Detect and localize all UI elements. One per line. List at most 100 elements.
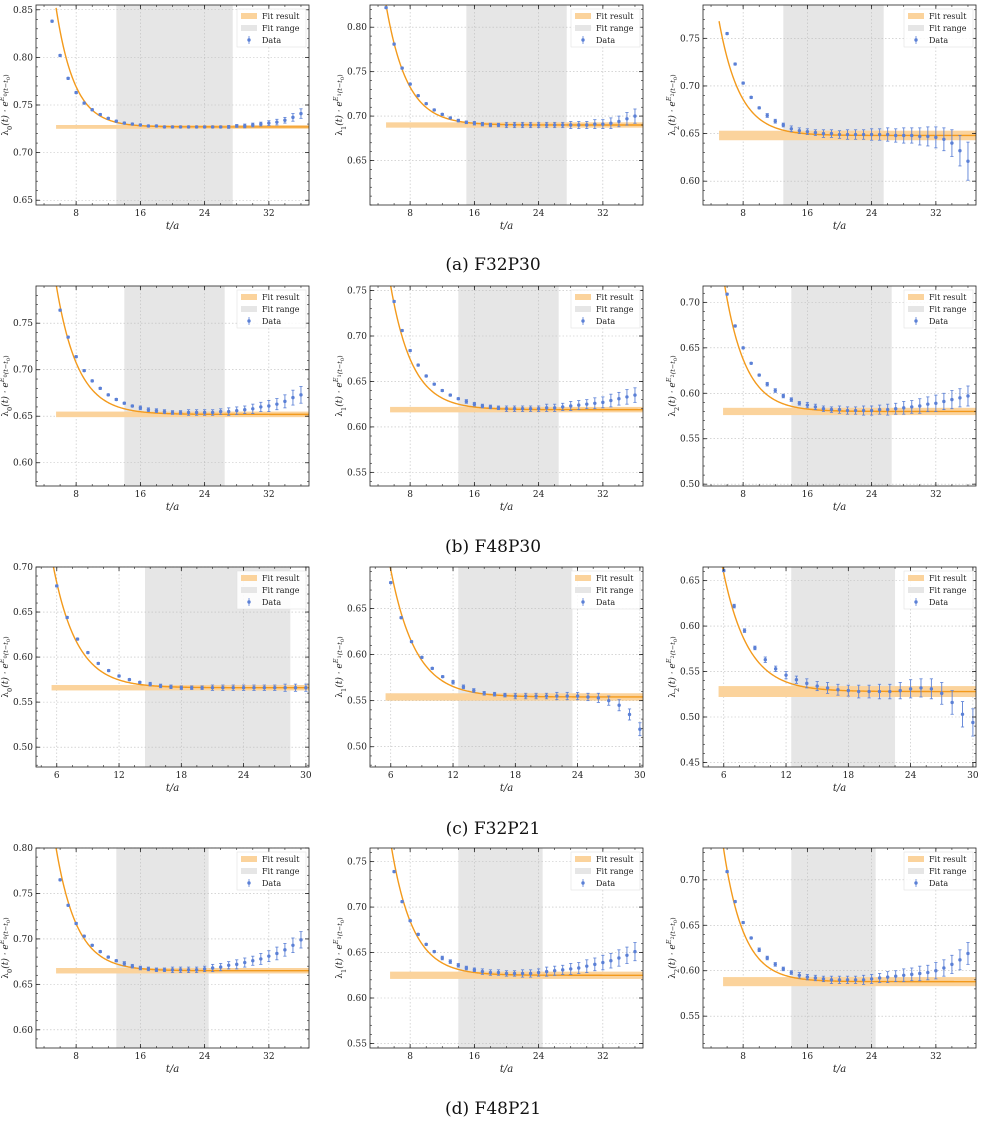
data-point	[877, 683, 882, 700]
data-point	[552, 403, 557, 412]
data-marker	[633, 949, 637, 954]
data-marker	[732, 604, 736, 608]
data-marker	[472, 968, 477, 972]
x-tick-label: 8	[740, 209, 746, 219]
data-point	[304, 683, 308, 692]
data-marker	[805, 975, 810, 979]
data-marker	[218, 965, 223, 969]
data-marker	[304, 686, 308, 690]
legend-swatch-fit	[908, 575, 924, 581]
data-point	[50, 19, 54, 23]
legend-marker	[581, 38, 585, 42]
data-marker	[259, 122, 263, 126]
data-marker	[464, 966, 469, 970]
data-marker	[829, 407, 834, 412]
data-marker	[950, 141, 954, 145]
data-point	[609, 393, 613, 408]
y-tick-label: 0.60	[13, 653, 33, 663]
data-point	[170, 125, 175, 129]
data-marker	[765, 113, 769, 118]
data-marker	[66, 903, 70, 907]
fit-range-band	[458, 848, 543, 1048]
fit-range-band	[116, 5, 233, 205]
data-marker	[609, 959, 613, 963]
data-marker	[170, 410, 175, 415]
data-marker	[763, 658, 767, 662]
data-marker	[757, 373, 761, 377]
data-marker	[918, 971, 922, 976]
caption-d: (d) F48P21	[445, 1099, 541, 1119]
legend-label-range: Fit range	[596, 24, 634, 33]
x-tick-label: 30	[634, 771, 646, 781]
data-marker	[283, 399, 287, 404]
y-axis-label: λ2(t) · eE2(t−t0)	[665, 636, 681, 698]
data-point	[625, 112, 629, 126]
data-point	[130, 404, 135, 408]
data-marker	[596, 696, 601, 700]
x-axis-label: t/a	[833, 221, 846, 232]
legend-marker	[247, 38, 251, 42]
data-point	[829, 975, 834, 984]
data-marker	[106, 393, 110, 397]
data-point	[733, 899, 737, 904]
data-marker	[170, 968, 175, 972]
data-marker	[496, 406, 501, 410]
data-point	[66, 76, 70, 81]
data-marker	[813, 130, 818, 135]
data-marker	[857, 689, 861, 694]
data-point	[218, 963, 223, 972]
data-marker	[127, 677, 132, 682]
legend-label-fit: Fit result	[929, 574, 967, 583]
data-point	[784, 671, 788, 680]
legend-label-data: Data	[929, 598, 948, 607]
data-point	[910, 400, 914, 414]
data-layer	[722, 568, 975, 737]
data-marker	[821, 977, 826, 981]
data-point	[733, 324, 737, 328]
x-tick-label: 32	[597, 490, 608, 500]
data-point	[227, 125, 231, 129]
data-marker	[805, 403, 810, 407]
data-point	[138, 965, 143, 971]
x-axis-label: t/a	[166, 783, 179, 794]
data-point	[432, 108, 436, 112]
data-point	[725, 869, 729, 874]
data-marker	[399, 615, 403, 620]
data-point	[82, 934, 86, 938]
data-point	[504, 405, 509, 412]
x-tick-label: 6	[54, 771, 60, 781]
data-marker	[440, 674, 445, 679]
data-point	[805, 401, 810, 409]
data-point	[534, 692, 538, 700]
x-axis-label: t/a	[833, 502, 846, 513]
data-point	[456, 963, 461, 968]
data-point	[169, 684, 173, 690]
data-marker	[267, 954, 271, 958]
data-marker	[742, 628, 747, 633]
data-point	[821, 975, 826, 983]
data-marker	[106, 668, 111, 673]
data-point	[399, 615, 403, 620]
data-marker	[114, 119, 118, 123]
data-point	[243, 123, 247, 129]
data-point	[66, 335, 70, 339]
data-point	[472, 967, 477, 973]
fit-layer	[722, 848, 976, 987]
y-tick-label: 0.60	[13, 459, 33, 469]
data-point	[861, 405, 866, 416]
data-marker	[154, 408, 159, 413]
data-point	[902, 127, 906, 144]
data-marker	[440, 956, 444, 960]
data-marker	[194, 410, 199, 415]
data-point	[389, 580, 393, 585]
legend-swatch-range	[908, 306, 924, 312]
data-marker	[162, 125, 167, 129]
y-tick-label: 0.70	[347, 332, 367, 342]
legend-marker	[914, 881, 918, 885]
data-point	[117, 674, 121, 678]
data-point	[513, 692, 518, 700]
data-marker	[480, 122, 485, 126]
